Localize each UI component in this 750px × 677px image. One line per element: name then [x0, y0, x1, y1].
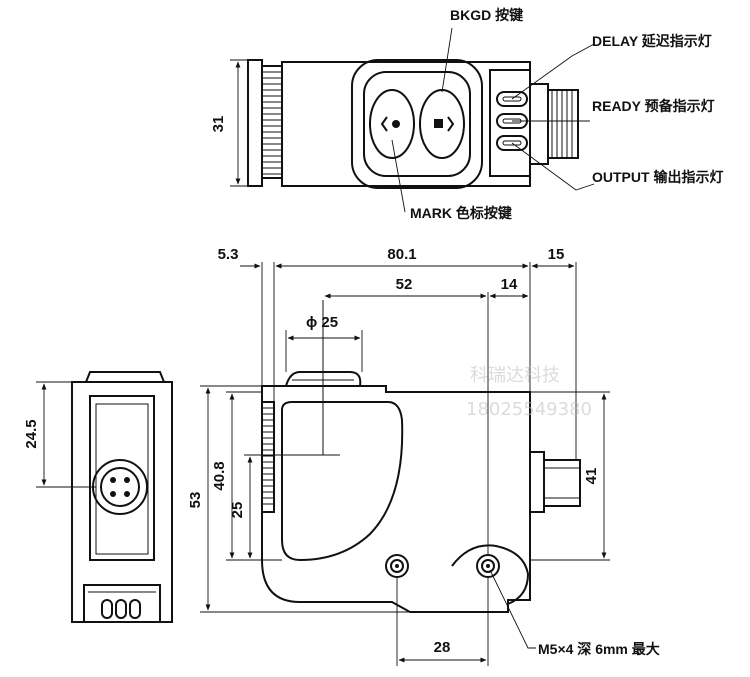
mark-button-dot-icon — [392, 120, 400, 128]
end-view-connector — [92, 459, 148, 515]
top-view: 31 BKGD 按键 DELAY 延迟指示灯 READY 预备指示灯 OUTPU… — [210, 7, 723, 221]
top-view-keypad-panel — [351, 59, 483, 189]
top-view-keypad-inner — [363, 71, 471, 177]
front-view-lens-cap — [285, 371, 362, 387]
callout-mark: MARK 色标按键 — [410, 205, 513, 221]
leader-delay — [511, 43, 595, 100]
callout-delay: DELAY 延迟指示灯 — [592, 33, 712, 49]
bkgd-button[interactable] — [419, 89, 465, 159]
bkgd-button-chevron-icon — [447, 116, 455, 132]
mounting-hole-left — [385, 554, 409, 578]
leader-mount — [489, 569, 536, 649]
top-view-left-cap — [247, 59, 263, 187]
dim-body-height: 53 — [187, 385, 410, 613]
callout-mount: M5×4 深 6mm 最大 — [538, 641, 660, 657]
end-view-top-cap — [85, 371, 165, 383]
dim-label-31: 31 — [210, 116, 227, 133]
mark-button-chevron-icon — [380, 116, 388, 132]
output-indicator-led — [496, 135, 528, 151]
top-view-body — [281, 61, 531, 187]
leader-mark — [391, 139, 406, 213]
dim-hole-spacing: 52 — [324, 276, 487, 299]
dim-label-25: 25 — [229, 502, 246, 519]
end-view-terminal-block — [83, 584, 161, 623]
dim-label-28: 28 — [434, 639, 451, 656]
callout-ready: READY 预备指示灯 — [592, 98, 715, 114]
dim-label-phi-25: ϕ 25 — [306, 314, 338, 331]
end-view-leds — [101, 599, 141, 619]
dim-label-52: 52 — [396, 276, 413, 293]
dim-hole-offset: 14 — [489, 276, 529, 299]
dim-label-14: 14 — [501, 276, 518, 293]
front-view-knurl — [261, 401, 275, 513]
end-view-body — [71, 381, 173, 623]
front-view-bracket — [451, 544, 530, 605]
delay-indicator-led — [496, 91, 528, 107]
callout-bkgd: BKGD 按键 — [450, 7, 524, 23]
bkgd-button-square-icon — [434, 119, 443, 128]
front-view-connector — [530, 451, 581, 513]
callout-output: OUTPUT 输出指示灯 — [592, 169, 723, 185]
mounting-hole-right — [476, 554, 500, 578]
watermark-line-2: 18025549380 — [466, 399, 592, 420]
front-view: 5.3 80.1 15 52 14 ϕ 25 — [187, 246, 660, 666]
watermark-line-1: 科瑞达科技 — [470, 365, 560, 386]
top-view-connector — [530, 83, 579, 165]
dim-lens-offset: 25 — [229, 454, 276, 559]
dim-label-24-5: 24.5 — [23, 419, 40, 448]
dim-label-80-1: 80.1 — [387, 246, 416, 263]
mark-button[interactable] — [369, 89, 415, 159]
dim-top-height: 31 — [210, 59, 250, 187]
watermark: 科瑞达科技 18025549380 — [466, 365, 592, 420]
front-view-body — [261, 385, 531, 613]
dim-label-5-3: 5.3 — [218, 246, 239, 263]
dim-side-height: 24.5 — [23, 381, 96, 488]
front-view-lens-window — [281, 401, 404, 562]
dim-label-41: 41 — [583, 468, 600, 485]
leader-output — [511, 142, 595, 191]
top-view-indicator-panel — [489, 69, 531, 177]
dim-lens-height: 40.8 — [211, 391, 282, 561]
end-view: 24.5 — [23, 371, 173, 623]
dim-bottom-spacing: 28 — [396, 578, 489, 666]
dim-lens-diameter: ϕ 25 — [285, 314, 363, 372]
dim-label-15: 15 — [548, 246, 565, 263]
dim-length: 80.1 — [275, 246, 529, 269]
dim-label-40-8: 40.8 — [211, 461, 228, 490]
leader-bkgd — [441, 27, 453, 93]
dim-label-53: 53 — [187, 492, 204, 509]
end-view-face — [89, 395, 155, 561]
dim-connector-height: 41 — [530, 391, 610, 561]
top-view-knurl — [261, 65, 283, 179]
dim-left-offset: 5.3 — [218, 246, 290, 269]
dim-connector-length: 15 — [531, 246, 575, 269]
